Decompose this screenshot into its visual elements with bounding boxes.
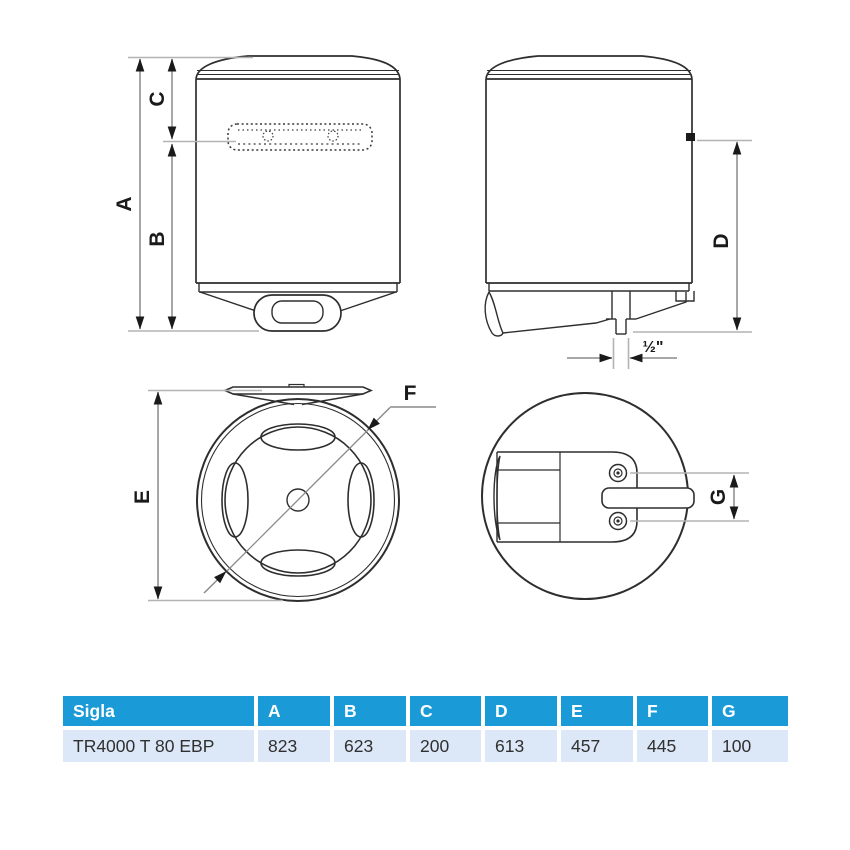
wall-bracket-hatched [227, 123, 373, 151]
bottom-dimensions: G [630, 472, 749, 522]
table-header-e: E [561, 696, 633, 726]
table-cell-c: 200 [410, 730, 481, 762]
vent-slot-top [260, 423, 336, 451]
table-header-g: G [712, 696, 788, 726]
dimension-g-label: G [707, 489, 730, 505]
table-cell-f: 445 [637, 730, 708, 762]
spec-table: Sigla A B C D E F G TR4000 T 80 EBP 823 … [63, 696, 788, 762]
mounting-bar [223, 383, 373, 406]
ground-tab-bar [601, 487, 695, 509]
side-dimensions: D ½" [567, 139, 752, 369]
right-notch [675, 291, 695, 302]
tank-outline [196, 398, 400, 602]
control-cover-inner [271, 300, 324, 324]
heater-top-cap [195, 55, 401, 80]
table-header-sigla: Sigla [63, 696, 254, 726]
table-header-a: A [258, 696, 330, 726]
table-header-d: D [485, 696, 557, 726]
vent-slot-left [221, 462, 249, 538]
table-cell-model: TR4000 T 80 EBP [63, 730, 254, 762]
dimension-b-label: B [146, 231, 169, 246]
table-header-b: B [334, 696, 406, 726]
heater-top-cap-side [485, 55, 693, 80]
dimension-f-label: F [404, 382, 417, 405]
dimension-d-label: D [710, 233, 733, 248]
dimension-f-tail-lower [203, 570, 227, 594]
skirt-left-flap [484, 290, 504, 337]
dimension-e-label: E [131, 490, 154, 504]
table-header-f: F [637, 696, 708, 726]
table-header-c: C [410, 696, 481, 726]
table-cell-e: 457 [561, 730, 633, 762]
bottom-view [481, 392, 695, 600]
top-dimensions: E F [131, 382, 436, 602]
top-view [196, 383, 400, 602]
vent-slot-right [347, 462, 375, 538]
dimension-f-tail-upper [367, 406, 391, 431]
table-cell-g: 100 [712, 730, 788, 762]
table-cell-a: 823 [258, 730, 330, 762]
vent-slot-bottom [260, 549, 336, 577]
screw-bottom [608, 511, 628, 531]
side-view [484, 55, 695, 337]
top-plate [224, 426, 372, 574]
hanger-tab [686, 133, 695, 141]
front-dimensions: A C B [113, 56, 259, 332]
dimension-f-chord [226, 428, 370, 572]
water-pipe [615, 319, 627, 335]
front-view [195, 55, 401, 332]
dimension-a-label: A [113, 196, 136, 211]
pipe-size-label: ½" [643, 339, 664, 356]
technical-drawing: A C B [113, 55, 752, 602]
center-hole [286, 488, 310, 512]
table-cell-b: 623 [334, 730, 406, 762]
dimension-c-label: C [146, 91, 169, 106]
table-cell-d: 613 [485, 730, 557, 762]
screw-top [608, 463, 628, 483]
